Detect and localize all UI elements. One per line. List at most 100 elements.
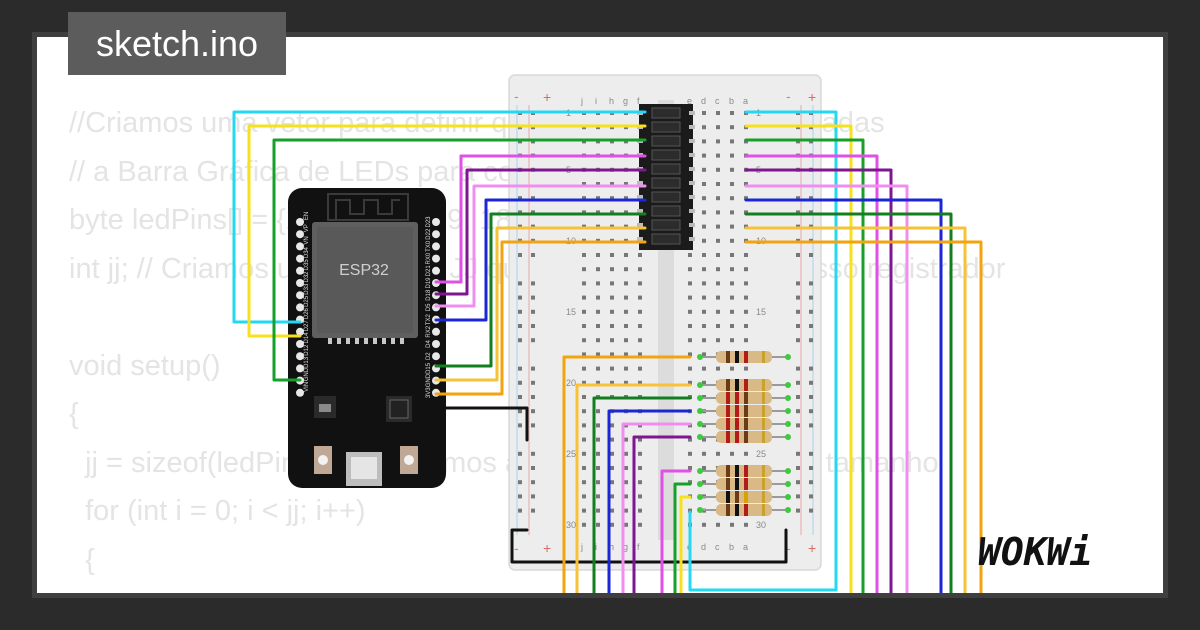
file-tab[interactable]: sketch.ino: [68, 12, 286, 75]
column-letter: g: [623, 96, 628, 106]
breadboard-hole: [744, 253, 748, 257]
wire: [744, 154, 879, 593]
breadboard-hole: [624, 466, 628, 470]
resistor-band: [735, 418, 739, 430]
esp32-pin-right: [432, 340, 440, 348]
rail-hole: [796, 395, 800, 399]
rail-minus-label-bottom-right: -: [786, 540, 791, 556]
rail-plus-label-bottom-right: +: [808, 540, 816, 556]
breadboard-hole: [744, 196, 748, 201]
rail-minus-label-bottom: -: [514, 540, 519, 556]
breadboard-hole: [638, 366, 642, 371]
resistor-band: [762, 418, 765, 430]
column-letter: d: [701, 96, 706, 106]
breadboard-hole: [702, 466, 706, 470]
breadboard-hole: [688, 324, 692, 328]
breadboard-hole: [596, 324, 600, 328]
rail-hole: [518, 451, 522, 456]
wire: [434, 184, 647, 308]
esp32-pin-left: [296, 327, 304, 336]
chip-pad: [337, 338, 341, 344]
column-letter: h: [609, 542, 614, 552]
connection-dot: [785, 434, 791, 440]
row-number: 20: [566, 378, 576, 388]
wire: [744, 226, 967, 593]
rail-hole: [796, 281, 800, 286]
column-letter: j: [580, 542, 583, 552]
code-line: pinMode(ledPins[i], OUTPUT);: [69, 584, 1005, 593]
esp32-pin-left: [296, 364, 304, 373]
esp32-pin-left: [296, 352, 304, 361]
breadboard-hole: [638, 253, 642, 257]
rail-hole: [809, 196, 813, 201]
row-number: 15: [566, 307, 576, 317]
chip-pad: [373, 338, 377, 344]
connection-dot: [785, 354, 791, 360]
column-letter: b: [729, 96, 734, 106]
breadboard-hole: [582, 480, 586, 485]
rail-hole: [796, 480, 800, 485]
breadboard-hole: [624, 480, 628, 485]
esp32-pin-label: RX2: [426, 325, 432, 337]
rail-hole: [518, 338, 522, 343]
breadboard-hole: [702, 238, 706, 243]
rail-hole: [796, 338, 800, 343]
breadboard-hole: [596, 423, 600, 428]
esp32-pin-label: D26: [304, 307, 310, 319]
code-line: for (int i = 0; i < jj; i++): [69, 495, 366, 527]
resistor-band: [744, 504, 748, 516]
breadboard-hole: [596, 196, 600, 201]
breadboard-hole: [610, 253, 614, 257]
resistor-band: [762, 351, 765, 363]
rail-plus-label-bottom: +: [543, 540, 551, 556]
row-number: 25: [566, 449, 576, 459]
connection-dot: [785, 481, 791, 487]
breadboard-hole: [716, 366, 720, 371]
resistor-band: [762, 379, 765, 391]
rail-hole: [796, 494, 800, 499]
breadboard-hole: [582, 437, 586, 442]
breadboard-hole: [638, 295, 642, 300]
wire: [607, 409, 692, 593]
breadboard-hole: [702, 324, 706, 328]
led-segment: [651, 191, 681, 203]
wires: [232, 110, 983, 593]
resistor-band: [735, 379, 739, 391]
breadboard-hole: [582, 466, 586, 470]
esp32-pin-left: [296, 388, 304, 397]
resistor-band: [726, 392, 730, 404]
breadboard-hole: [624, 267, 628, 272]
connection-dot: [697, 382, 703, 388]
breadboard-hole: [596, 352, 600, 357]
wire: [673, 482, 692, 593]
rail-plus-label-top: +: [543, 89, 551, 105]
breadboard-hole: [688, 338, 692, 343]
esp32-pin-label: D25: [304, 295, 310, 307]
resistor-band: [744, 465, 748, 477]
breadboard-hole: [582, 380, 586, 385]
rail-minus-label-top-right: -: [786, 88, 791, 104]
resistor-band: [726, 351, 730, 363]
connection-dot: [785, 494, 791, 500]
rail-hole: [796, 423, 800, 428]
esp32-pin-label: D33: [304, 283, 310, 295]
row-number: 15: [756, 307, 766, 317]
breadboard-hole: [582, 196, 586, 201]
breadboard-hole: [582, 352, 586, 357]
breadboard-hole: [582, 309, 586, 314]
wokwi-logo-text: WOKWi: [978, 530, 1092, 574]
wire: [744, 240, 983, 593]
breadboard-hole: [688, 281, 692, 286]
rail-hole: [518, 494, 522, 499]
esp32-pin-label: D22: [426, 228, 432, 240]
breadboard-hole: [638, 281, 642, 286]
breadboard-hole: [702, 111, 706, 115]
esp32-pin-label: D13: [304, 356, 310, 368]
breadboard-hole: [730, 253, 734, 257]
rail-hole: [531, 253, 535, 257]
breadboard-hole: [702, 522, 706, 527]
esp32-pin-right: [432, 242, 440, 251]
wire: [232, 110, 647, 324]
chip-pad: [346, 338, 350, 344]
breadboard-hole: [702, 380, 706, 385]
